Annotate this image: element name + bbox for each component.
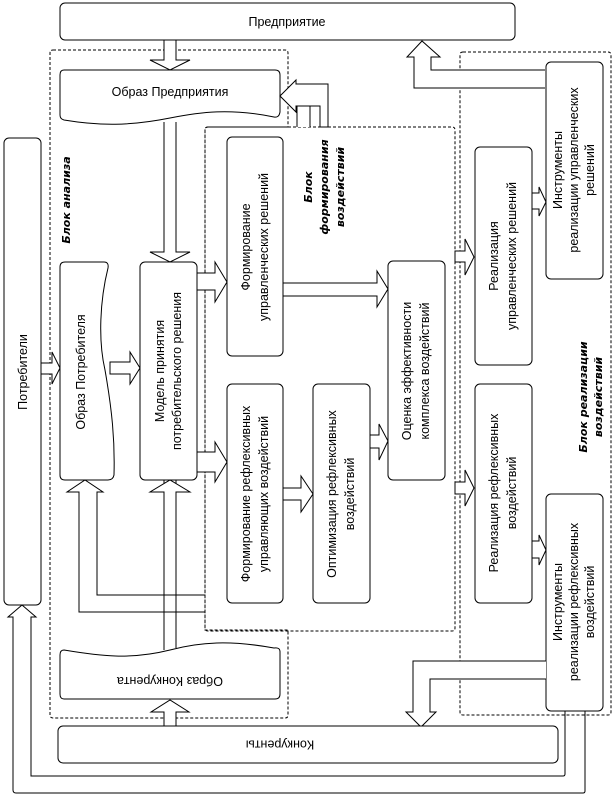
mgmt-forming-label-1: Формирование (239, 203, 253, 290)
reflexive-optimization-label-1: Оптимизация рефлексивных (325, 409, 339, 577)
mgmt-realization-box (474, 146, 533, 366)
arrow-optimization-to-evaluation (369, 423, 389, 461)
mgmt-realization-label-1: Реализация (487, 221, 501, 291)
forming-block-frame (204, 126, 456, 632)
arrow-forming-to-reflexive-realization (454, 469, 475, 507)
decision-model-label-2: потребительского решения (170, 292, 184, 450)
analysis-block-title: Блок анализа (60, 156, 73, 243)
arrow-reflexive-tools-to-consumers (6, 604, 586, 794)
efficiency-evaluation-box (387, 260, 446, 481)
mgmt-tools-label-3: решений (583, 144, 597, 196)
reflexive-tools-box (545, 493, 604, 712)
forming-block-title-2: формирования (318, 139, 331, 234)
forming-block-title-3: воздействий (334, 147, 347, 228)
arrow-mgmt-forming-to-evaluation (282, 269, 389, 309)
arrow-forming-to-mgmt-realization (454, 238, 475, 276)
mgmt-forming-box (226, 136, 284, 357)
competitors-box (57, 725, 559, 764)
arrow-consumer-image-to-model (109, 350, 141, 386)
enterprise-image-box (59, 69, 281, 125)
reflexive-realization-label-1: Реализация рефлексивных (487, 413, 501, 573)
reflexive-tools-label-1: Инструменты (551, 563, 565, 641)
reflexive-optimization-label-2: воздействий (343, 458, 357, 531)
arrow-consumers-to-consumer-image (40, 351, 61, 385)
arrow-reflexive-tools-to-competitors (404, 660, 546, 728)
mgmt-tools-box (545, 61, 604, 280)
arrow-reflexive-realization-to-tools (531, 534, 547, 566)
efficiency-evaluation-label-1: Оценка эффективности (400, 302, 414, 440)
arrow-model-to-reflexive-forming (196, 440, 228, 484)
mgmt-tools-label-2: реализации управленческих (567, 87, 581, 253)
realization-block-frame (459, 51, 612, 716)
arrow-model-to-mgmt-forming (196, 260, 228, 304)
decision-model-label-1: Модель принятия (153, 320, 167, 422)
arrow-head-enterprise-image (279, 78, 329, 128)
consumer-image-label: Образ Потребителя (74, 314, 88, 429)
arrow-mgmt-tools-to-enterprise (405, 40, 545, 89)
arrow-competitors-to-competitor-image (149, 699, 191, 727)
reflexive-realization-box (474, 383, 533, 604)
arrow-enterprise-image-to-model (149, 122, 191, 263)
reflexive-forming-label-2: управляющих воздействий (257, 416, 271, 572)
competitor-image-box (59, 642, 281, 700)
arrow-enterprise-to-image (149, 39, 191, 71)
consumers-label: Потребители (16, 334, 30, 410)
enterprise-label: Предприятие (248, 15, 325, 29)
arrow-reflexive-forming-to-optimization (282, 474, 314, 514)
decision-model-box (139, 261, 198, 481)
reflexive-forming-label-1: Формирование рефлексивных (239, 405, 253, 582)
forming-block-title-1: Блок (302, 171, 315, 203)
reflexive-tools-label-2: реализации рефлексивных (567, 522, 581, 681)
efficiency-evaluation-label-2: комплекса воздействий (418, 302, 432, 439)
mgmt-realization-label-2: управленческих решений (505, 182, 519, 330)
connector-reflexive-to-consumer-image (65, 479, 205, 613)
reflexive-optimization-box (312, 383, 371, 604)
consumer-image-box (59, 261, 115, 481)
reflexive-tools-label-3: воздействий (583, 566, 597, 639)
analysis-block-frame (49, 49, 289, 719)
arrow-mgmt-realization-to-tools (531, 186, 547, 217)
reflexive-forming-box (226, 383, 284, 604)
mgmt-forming-label-2: управленческих решений (257, 173, 271, 321)
realization-block-title-1: Блок реализации (577, 341, 590, 452)
reflexive-realization-label-2: воздействий (505, 457, 519, 530)
arrow-competitor-image-to-model (148, 479, 192, 650)
competitors-label: Конкуренты (246, 738, 314, 752)
realization-block-title-2: воздействий (592, 357, 605, 438)
mgmt-tools-label-1: Инструменты (551, 131, 565, 209)
enterprise-image-label: Образ Предприятия (112, 85, 229, 99)
enterprise-box (59, 2, 516, 41)
competitor-image-label: Образ Конкурента (117, 674, 223, 688)
